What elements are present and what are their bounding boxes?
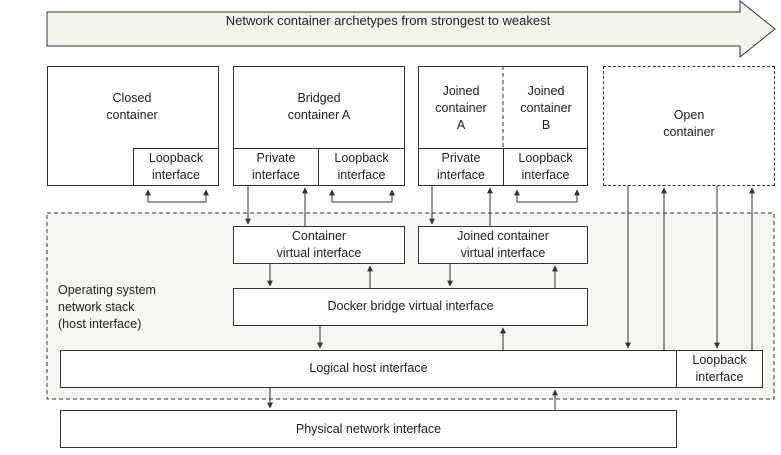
banner-title: Network container archetypes from strong…	[225, 13, 551, 28]
open-container	[603, 66, 775, 186]
bridged-loopback-loop	[329, 189, 395, 203]
closed-loopback-box	[133, 148, 219, 186]
joined-a-label: Joined container A	[435, 84, 487, 132]
host-loopback-box	[676, 350, 763, 388]
joined-virtual-label: Joined container virtual interface	[457, 229, 549, 260]
joined-loopback-loop	[514, 189, 580, 203]
joined-private-label: Private interface	[437, 151, 485, 182]
physical-network-interface	[60, 410, 677, 448]
host-loopback-label: Loopback interface	[692, 353, 747, 384]
logical-host-interface	[60, 350, 677, 388]
joined-loopback-label: Loopback interface	[518, 151, 573, 182]
bridged-container-label: Bridged container A	[287, 91, 351, 122]
container-virtual-interface	[233, 226, 405, 264]
open-container-label: Open container	[663, 108, 715, 139]
physical-network-label: Physical network interface	[295, 422, 442, 436]
banner-arrow	[46, 0, 776, 59]
docker-bridge-interface	[233, 288, 588, 326]
closed-loopback-label: Loopback interface	[148, 151, 204, 182]
bridged-loopback-box	[318, 148, 405, 186]
closed-loopback-loop	[145, 189, 209, 203]
bridged-loopback-label: Loopback interface	[334, 151, 389, 182]
joined-private-box	[418, 148, 504, 186]
joined-loopback-box	[503, 148, 588, 186]
docker-bridge-label: Docker bridge virtual interface	[327, 299, 494, 313]
joined-b-label: Joined container B	[520, 84, 572, 132]
closed-container-label: Closed container	[106, 91, 158, 122]
host-stack-label: Operating system network stack (host int…	[58, 283, 156, 331]
logical-host-label: Logical host interface	[309, 361, 428, 375]
joined-virtual-interface	[418, 226, 588, 264]
container-virtual-label: Container virtual interface	[276, 229, 362, 260]
bridged-private-label: Private interface	[252, 151, 300, 182]
